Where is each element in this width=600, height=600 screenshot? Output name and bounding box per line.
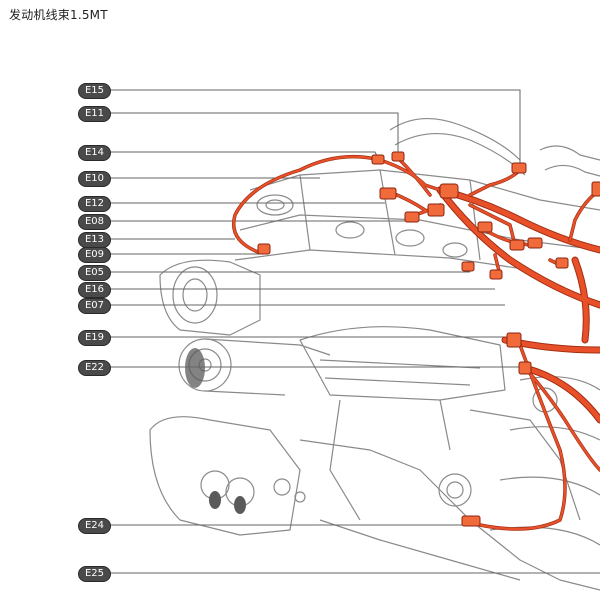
label-e12: E12: [78, 196, 111, 212]
connector-e15: [511, 162, 527, 174]
label-e10: E10: [78, 171, 111, 187]
label-e08: E08: [78, 214, 111, 230]
page-title: 发动机线束1.5MT: [9, 8, 108, 22]
label-e11: E11: [78, 106, 111, 122]
connector-g: [439, 183, 459, 199]
label-e24: E24: [78, 518, 111, 534]
connector-f: [555, 257, 569, 269]
leader-e11: [110, 112, 399, 155]
label-e13: E13: [78, 232, 111, 248]
engine-shadow-details: [185, 348, 246, 514]
connector-e24: [461, 515, 481, 527]
engine-drawing: [149, 117, 600, 591]
label-e19: E19: [78, 330, 111, 346]
connector-e11: [391, 151, 405, 162]
label-e25: E25: [78, 566, 111, 582]
label-e05: E05: [78, 265, 111, 281]
leader-e15: [110, 89, 521, 165]
connector-a: [427, 203, 445, 217]
label-e14: E14: [78, 145, 111, 161]
connector-b: [477, 221, 493, 233]
connector-e16: [489, 269, 503, 280]
connector-d: [527, 237, 543, 249]
connector-e05: [461, 261, 475, 272]
connector-e12: [379, 187, 397, 200]
label-e07: E07: [78, 298, 111, 314]
connector-e: [591, 181, 600, 197]
connector-e14: [371, 154, 385, 165]
connector-e19: [506, 332, 522, 348]
connectors: [257, 151, 600, 527]
label-e15: E15: [78, 83, 111, 99]
connector-e08: [404, 211, 420, 223]
connector-e22: [518, 361, 532, 375]
connector-e09: [257, 243, 271, 255]
connector-c: [509, 239, 525, 251]
label-e22: E22: [78, 360, 111, 376]
label-e16: E16: [78, 282, 111, 298]
leader-lines: [110, 89, 600, 574]
label-e09: E09: [78, 247, 111, 263]
